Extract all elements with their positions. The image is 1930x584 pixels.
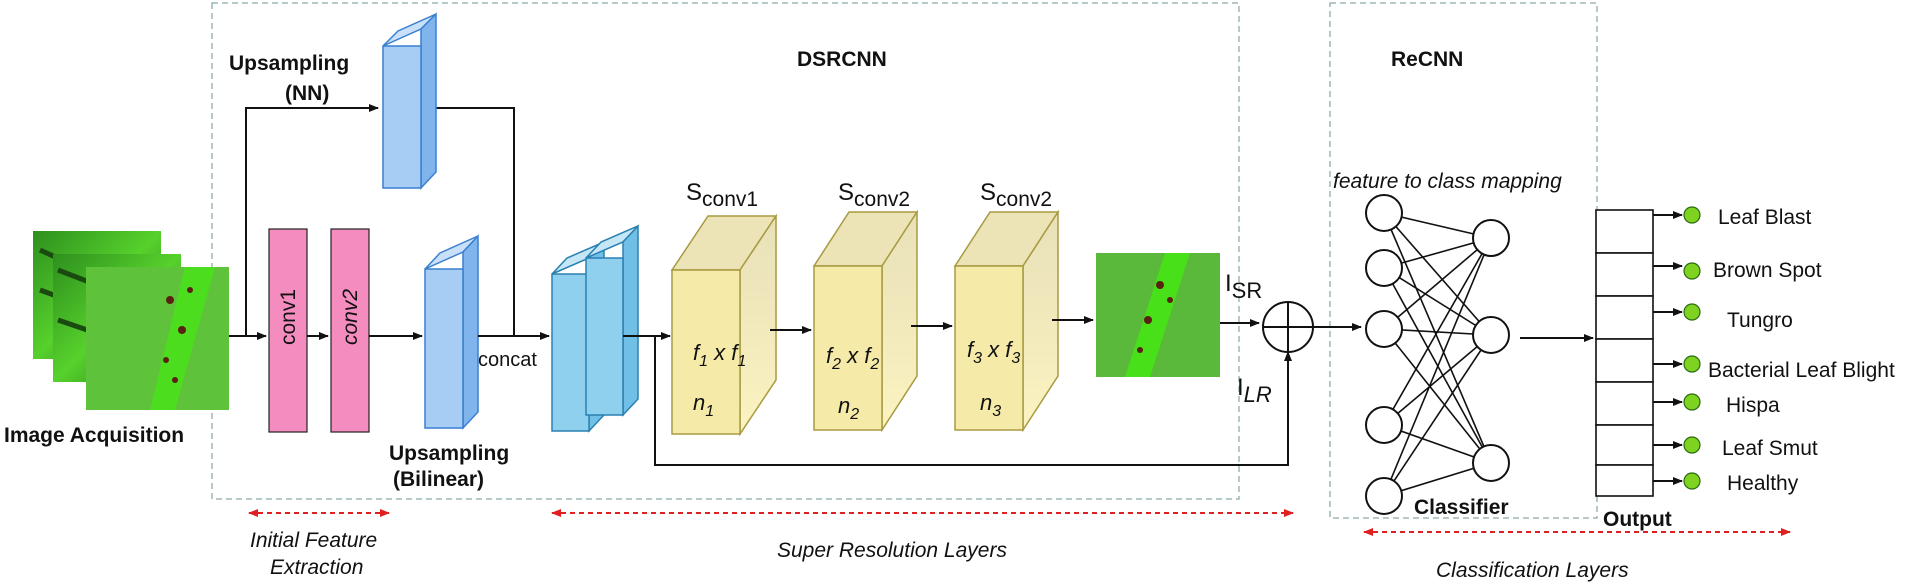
recnn-title: ReCNN — [1391, 48, 1463, 71]
class-label: Leaf Blast — [1718, 206, 1812, 229]
class-dot — [1683, 206, 1701, 224]
classifier-label: Classifier — [1414, 496, 1509, 519]
conv1-block: conv1 — [268, 228, 308, 433]
classification-layers-label: Classification Layers — [1436, 559, 1629, 582]
upsampling-nn-label-line2: (NN) — [285, 82, 329, 105]
conv2-block: conv2 — [330, 228, 370, 433]
upsampling-bilinear-label-line2: (Bilinear) — [393, 468, 484, 491]
sr3-n-label: n3 — [980, 390, 1001, 420]
class-label: Healthy — [1727, 472, 1799, 495]
concat-label: concat — [478, 349, 537, 371]
sr3-s-label: Sconv2 — [980, 179, 1052, 211]
i-lr-label: ILR — [1237, 374, 1272, 407]
sr2-s-label: Sconv2 — [838, 179, 910, 211]
nn-input-connector — [245, 104, 379, 336]
conv2-label: conv2 — [339, 289, 362, 345]
output-vector — [1595, 209, 1654, 497]
output-label: Output — [1603, 508, 1672, 531]
upsampling-nn-label-line1: Upsampling — [229, 52, 349, 75]
classifier-network — [1365, 194, 1510, 515]
feature-to-class-label: feature to class mapping — [1333, 170, 1562, 193]
dsrcnn-title: DSRCNN — [797, 48, 887, 71]
dsrcnn-region-box — [211, 2, 1240, 500]
class-label: Brown Spot — [1713, 259, 1822, 282]
class-label: Leaf Smut — [1722, 437, 1818, 460]
class-label: Bacterial Leaf Blight — [1708, 359, 1895, 382]
upsampling-nn-block — [382, 12, 437, 190]
sr1-s-label: Sconv1 — [686, 179, 758, 211]
class-dot — [1683, 262, 1701, 280]
sr1-n-label: n1 — [693, 390, 714, 420]
super-resolved-image — [1096, 253, 1220, 377]
nn-output-connector — [428, 107, 515, 336]
class-label: Hispa — [1726, 394, 1780, 417]
sr3-f-label: f3 x f3 — [967, 337, 1020, 367]
class-dot — [1683, 436, 1701, 454]
class-dot — [1683, 472, 1701, 490]
sr1-f-label: f1 x f1 — [693, 340, 746, 370]
class-dot — [1683, 355, 1701, 373]
class-label: Tungro — [1727, 309, 1793, 332]
conv1-label: conv1 — [277, 289, 300, 345]
sr-block-3 — [953, 209, 1060, 433]
class-dot — [1683, 393, 1701, 411]
summation-node — [1262, 301, 1314, 353]
concat-blocks — [551, 224, 639, 433]
upsampling-bilinear-block — [424, 234, 479, 430]
sr-block-2 — [812, 209, 919, 433]
initial-feature-label-line1: Initial Feature — [250, 529, 377, 552]
sr2-f-label: f2 x f2 — [826, 343, 879, 373]
sr-block-1 — [670, 213, 778, 437]
i-sr-label: ISR — [1225, 270, 1262, 303]
initial-feature-label-line2: Extraction — [270, 556, 363, 579]
class-outputs: Leaf Blast Brown Spot Tungro Bacterial L… — [1653, 206, 1895, 495]
lr-skip-connector — [654, 336, 1292, 466]
class-dot — [1683, 303, 1701, 321]
sr2-n-label: n2 — [838, 393, 859, 423]
input-leaf-images — [33, 231, 229, 410]
upsampling-bilinear-label-line1: Upsampling — [389, 442, 509, 465]
image-acquisition-label: Image Acquisition — [4, 424, 184, 447]
super-resolution-layers-label: Super Resolution Layers — [777, 539, 1007, 562]
